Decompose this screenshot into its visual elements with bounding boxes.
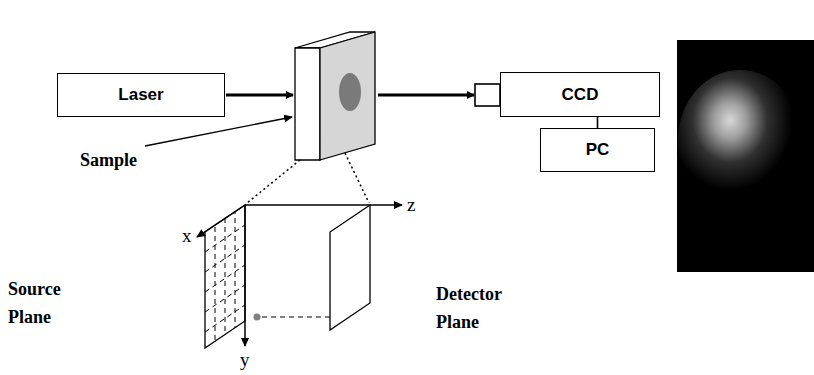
laser-box: Laser — [57, 73, 225, 117]
sample-slab — [295, 32, 375, 160]
box-label: Laser — [118, 85, 163, 105]
box-label: PC — [586, 140, 610, 160]
z-axis — [245, 204, 402, 206]
source-point — [254, 314, 261, 321]
axis-label: y — [240, 349, 250, 371]
part-label: Sample — [80, 150, 137, 171]
source-plane — [205, 200, 245, 350]
projection-line — [345, 153, 369, 203]
y-axis — [244, 205, 246, 346]
camera-lens — [475, 84, 500, 106]
leader-arrow — [145, 117, 292, 146]
beam-arrow — [378, 94, 474, 97]
detector-plane — [330, 205, 370, 330]
plane-label: Source Plane — [8, 276, 88, 332]
axis-label: z — [407, 194, 415, 216]
beam-arrow — [226, 94, 293, 97]
x-axis — [197, 205, 245, 237]
axis-label: x — [182, 225, 192, 247]
computer-box: PC — [540, 128, 655, 172]
box-label: CCD — [562, 85, 599, 105]
cable-line — [597, 117, 599, 128]
light-spot — [678, 70, 802, 210]
plane-label: Detector Plane — [436, 281, 531, 337]
speckle-image — [677, 40, 814, 272]
projection-line — [247, 160, 300, 203]
camera-box: CCD — [500, 72, 660, 117]
projection-line — [262, 316, 330, 317]
